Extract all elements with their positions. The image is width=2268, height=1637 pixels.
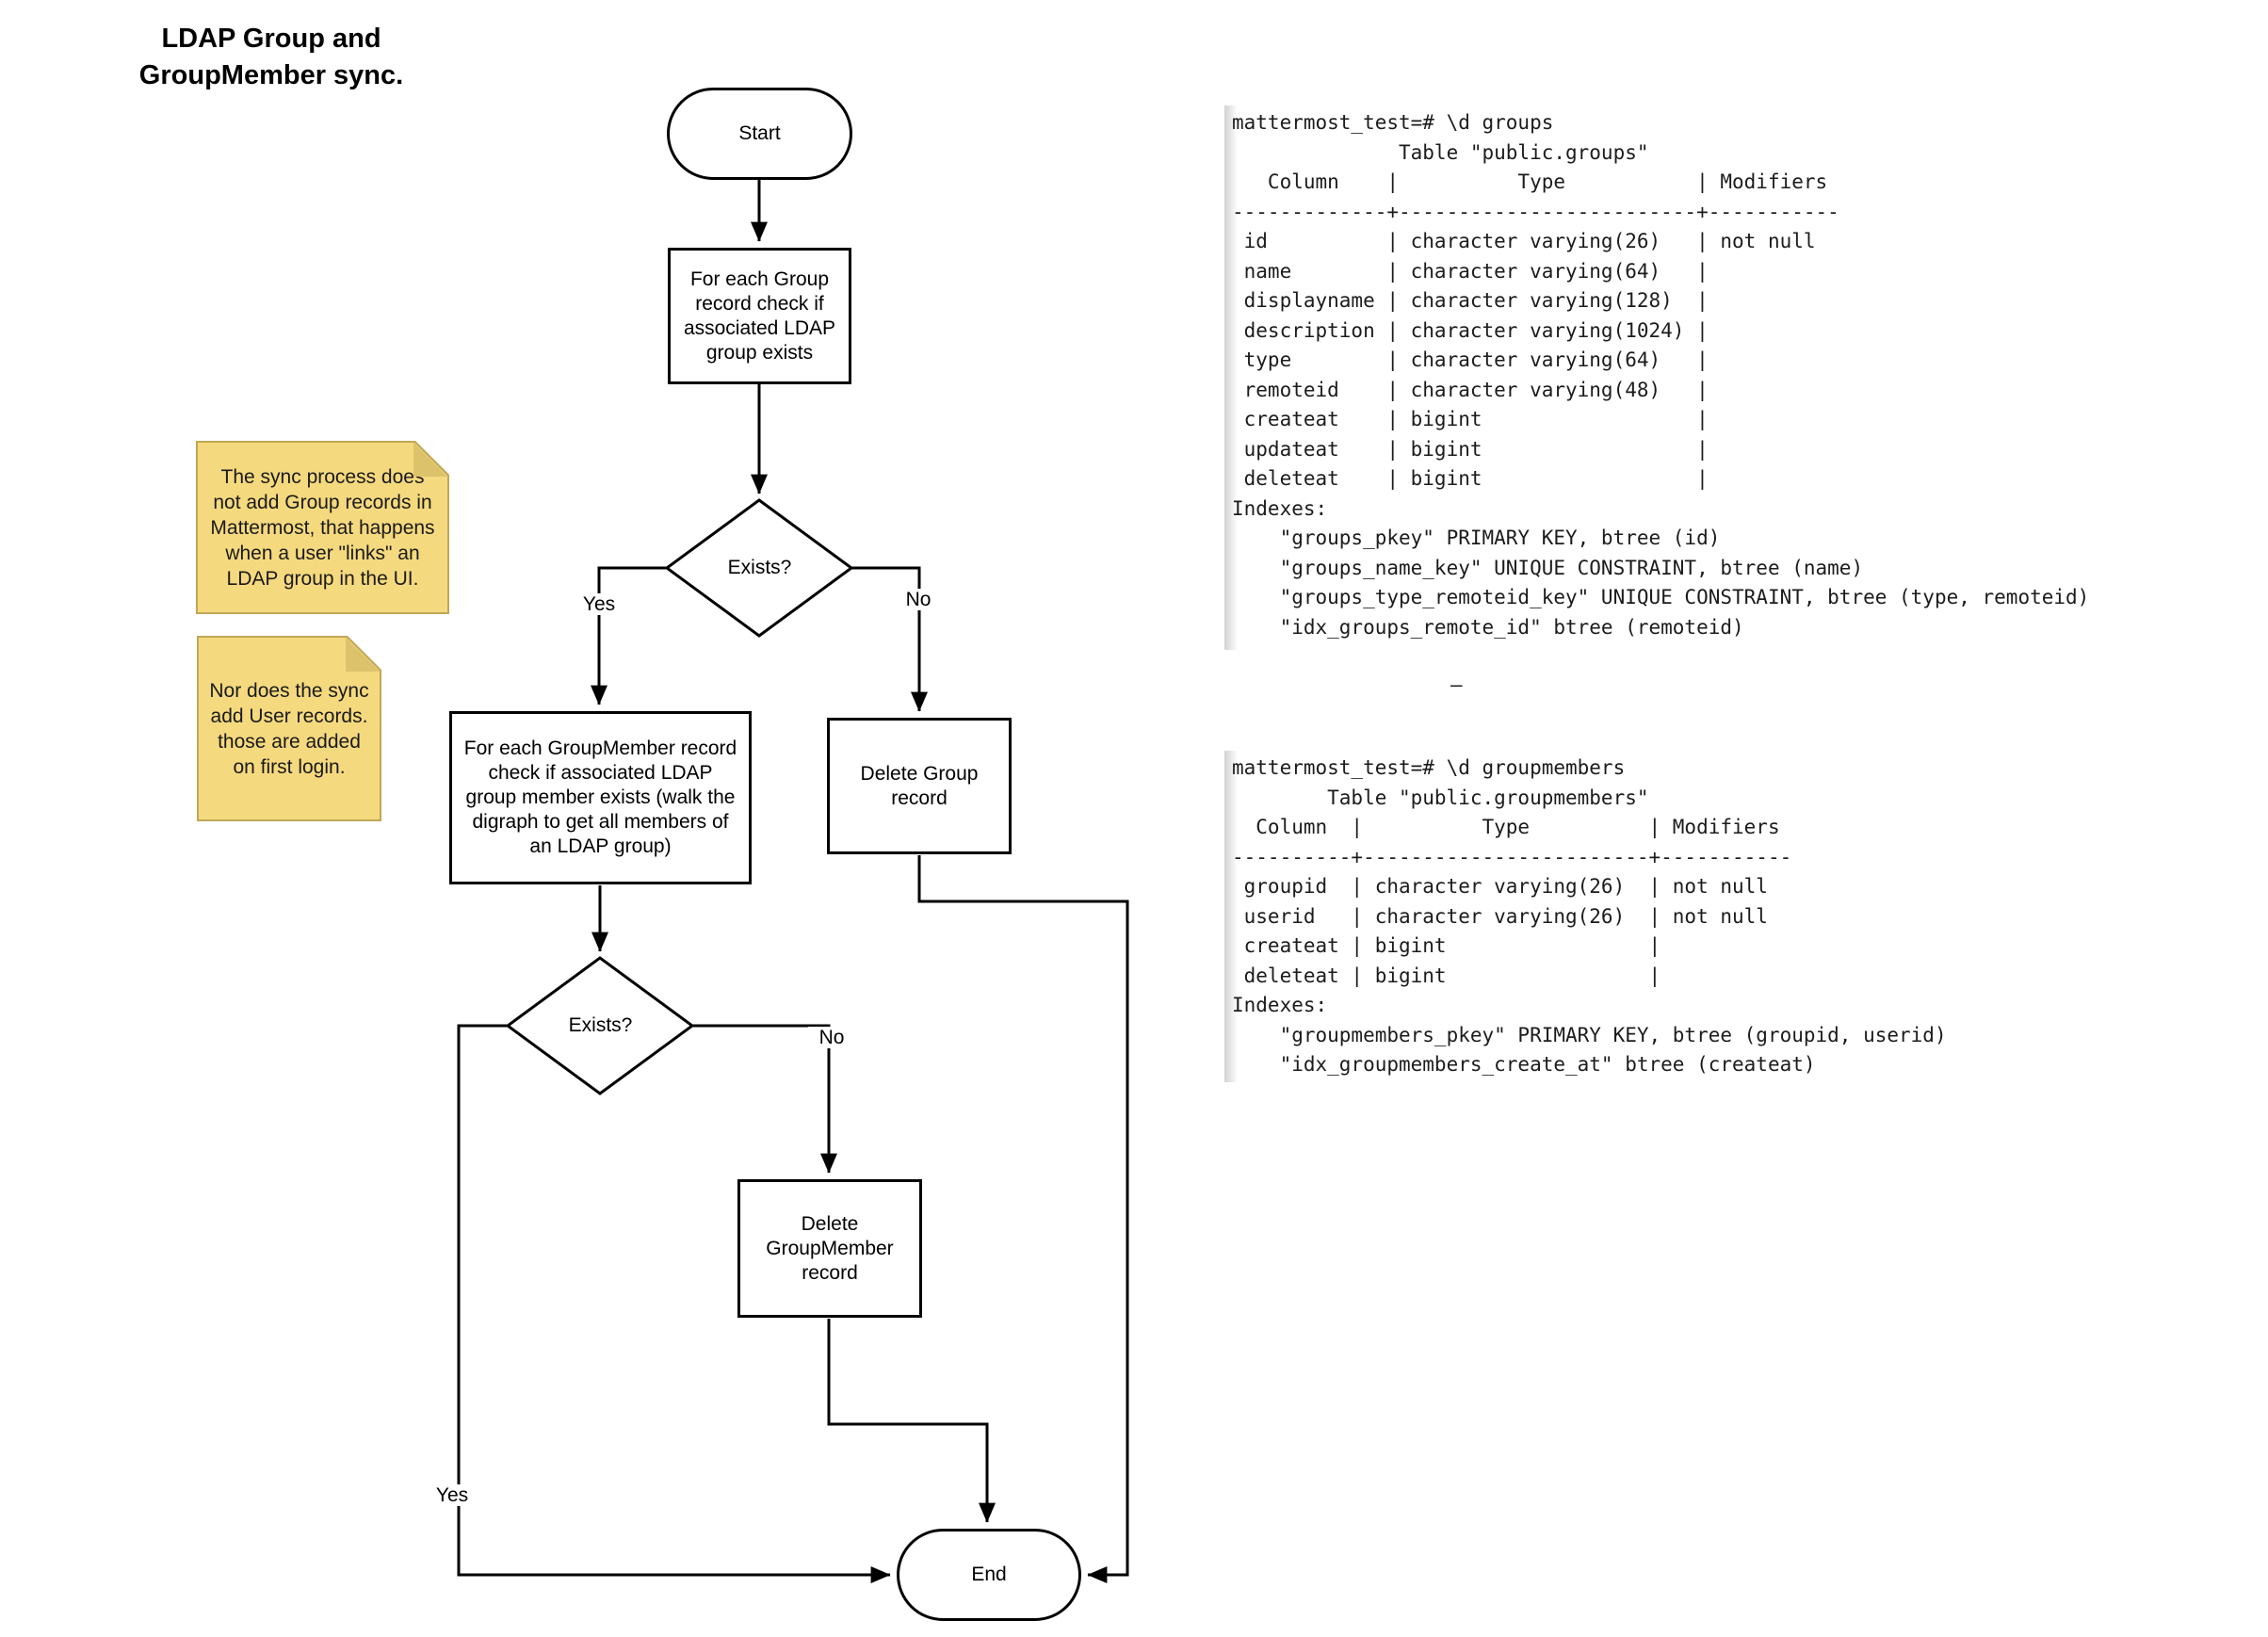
flow-decision-exists-2-label: Exists? xyxy=(568,1014,633,1036)
edge-label-no-2: No xyxy=(808,1027,855,1048)
diagram-title: LDAP Group and GroupMember sync. xyxy=(138,24,404,90)
edge-exists1-no xyxy=(852,566,928,712)
flow-step-check-group: For each Group record check if associate… xyxy=(668,248,851,384)
flow-end-terminator: End xyxy=(897,1529,1081,1621)
flow-step-delete-groupmember: Delete GroupMember record xyxy=(737,1179,922,1318)
edge-delete-group-to-end xyxy=(917,855,1129,1583)
terminal-edge-shading xyxy=(1224,751,1238,1082)
edge-label-no-1: No xyxy=(895,589,942,610)
sticky-note-user-sync: Nor does the sync add User records. thos… xyxy=(197,636,381,821)
psql-trailing-dash: – xyxy=(1450,673,1463,696)
edge-exists2-yes xyxy=(457,1024,891,1583)
sticky-note-body: The sync process does not add Group reco… xyxy=(198,443,447,612)
edge-label-yes-2: Yes xyxy=(426,1484,478,1506)
flow-start-terminator: Start xyxy=(667,88,852,180)
edge-delete-member-to-end xyxy=(827,1319,996,1523)
edge-exists1-yes xyxy=(591,566,666,705)
terminal-edge-shading xyxy=(1224,105,1238,650)
flow-step-delete-group: Delete Group record xyxy=(827,718,1012,854)
edge-exists2-no xyxy=(693,1024,837,1174)
edge-label-yes-1: Yes xyxy=(573,593,625,615)
sticky-note-text: The sync process does not add Group reco… xyxy=(210,465,435,590)
flow-step-check-groupmember: For each GroupMember record check if ass… xyxy=(449,711,752,884)
flow-decision-exists-1-label: Exists? xyxy=(727,557,792,578)
decision-exists-1 xyxy=(664,498,854,638)
psql-output-groups-table: mattermost_test=# \d groups Table "publi… xyxy=(1232,111,2090,639)
sticky-note-group-sync: The sync process does not add Group reco… xyxy=(196,441,449,614)
sticky-note-text: Nor does the sync add User records. thos… xyxy=(209,679,369,778)
decision-exists-2 xyxy=(505,956,695,1095)
psql-output-groupmembers-table: mattermost_test=# \d groupmembers Table … xyxy=(1232,756,1947,1076)
